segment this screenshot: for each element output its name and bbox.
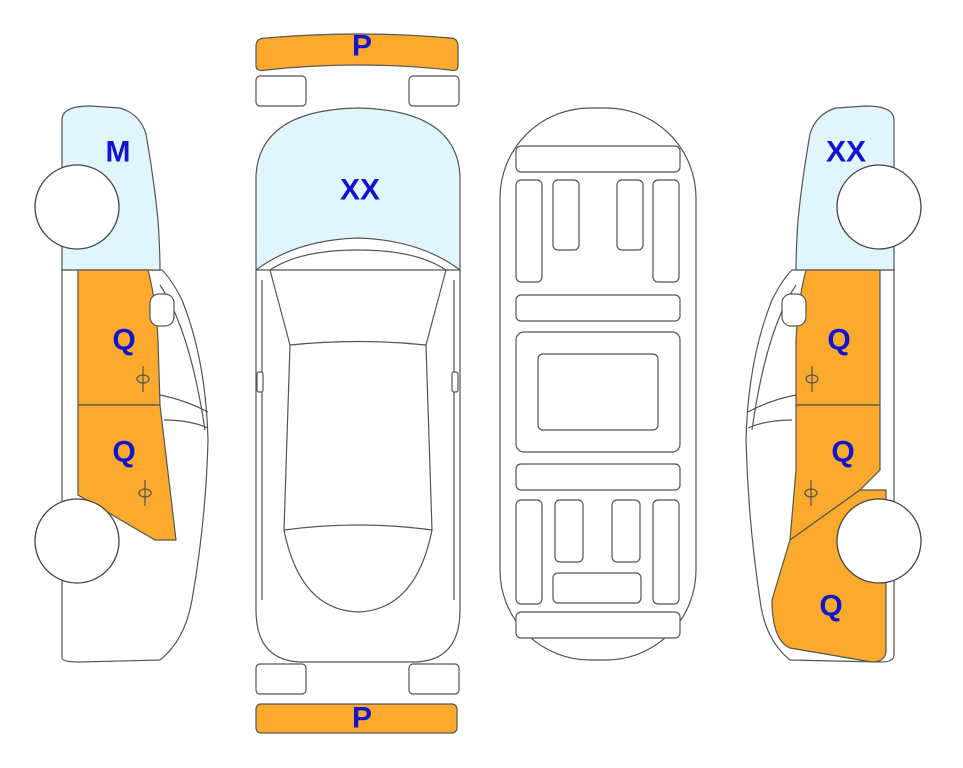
top-a-pillar-right — [425, 269, 447, 346]
underside-front-inner-left — [552, 179, 580, 251]
left-mirror — [149, 293, 175, 327]
underside-rear-inner-right — [611, 499, 641, 563]
underside-rear-right-rail — [652, 499, 680, 605]
underside-mid-crossmember-1 — [515, 294, 681, 322]
left-rear-wheel — [34, 498, 120, 584]
right-sill-line — [747, 394, 797, 413]
top-rear-bumper — [255, 703, 458, 734]
right-windshield-label: XX — [826, 136, 866, 169]
top-front-right-light — [408, 75, 460, 107]
left-sill-line-2 — [163, 419, 209, 429]
left-front-door-label: Q — [112, 324, 135, 357]
top-windshield-line — [269, 249, 447, 271]
top-front-left-light — [255, 75, 307, 107]
top-front-bumper — [255, 33, 459, 72]
underside-rear-inner-left — [554, 499, 584, 563]
right-sill-line-2 — [747, 419, 793, 429]
left-front-wheel — [34, 164, 120, 250]
underside-rear-left-rail — [515, 499, 543, 605]
left-windshield-label: M — [106, 136, 131, 169]
right-quarter-panel-label: Q — [819, 590, 842, 623]
top-rear-window-line — [283, 529, 433, 613]
underside-view — [499, 107, 697, 661]
left-sill-line — [159, 394, 209, 413]
left-side-view: M Q Q — [34, 105, 209, 663]
left-rear-door-handle — [138, 480, 152, 506]
right-rear-door-label: Q — [831, 436, 854, 469]
top-rear-right-light — [408, 663, 460, 695]
right-rear-wheel — [836, 498, 922, 584]
top-body-outline — [255, 269, 461, 663]
underside-mid-crossmember-2 — [515, 463, 681, 491]
left-rear-door-label: Q — [112, 436, 135, 469]
top-left-mirror — [256, 371, 264, 393]
left-rear-door-panel — [77, 404, 177, 541]
underside-front-right-rail — [652, 179, 680, 283]
underside-front-left-rail — [515, 179, 543, 283]
right-front-door-handle — [805, 366, 819, 392]
top-rear-left-light — [255, 663, 307, 695]
top-rear-bumper-label: P — [352, 702, 372, 735]
top-hood-panel — [255, 107, 461, 272]
right-side-view: XX Q Q Q — [745, 105, 922, 663]
top-right-mirror — [451, 371, 459, 393]
right-rear-door-handle — [804, 480, 818, 506]
top-a-pillar-left — [269, 269, 291, 346]
underside-front-crossmember — [515, 145, 681, 173]
underside-rear-crossmember — [515, 611, 681, 639]
left-front-door-handle — [136, 366, 150, 392]
top-view: P XX P — [255, 30, 461, 735]
top-hood-label: XX — [340, 174, 380, 207]
top-front-bumper-label: P — [352, 30, 372, 63]
underside-center-plate — [537, 353, 659, 431]
underside-front-inner-right — [616, 179, 644, 251]
right-mirror — [781, 293, 807, 327]
right-front-door-label: Q — [827, 324, 850, 357]
underside-rear-plate — [552, 572, 642, 604]
right-front-wheel — [836, 164, 922, 250]
